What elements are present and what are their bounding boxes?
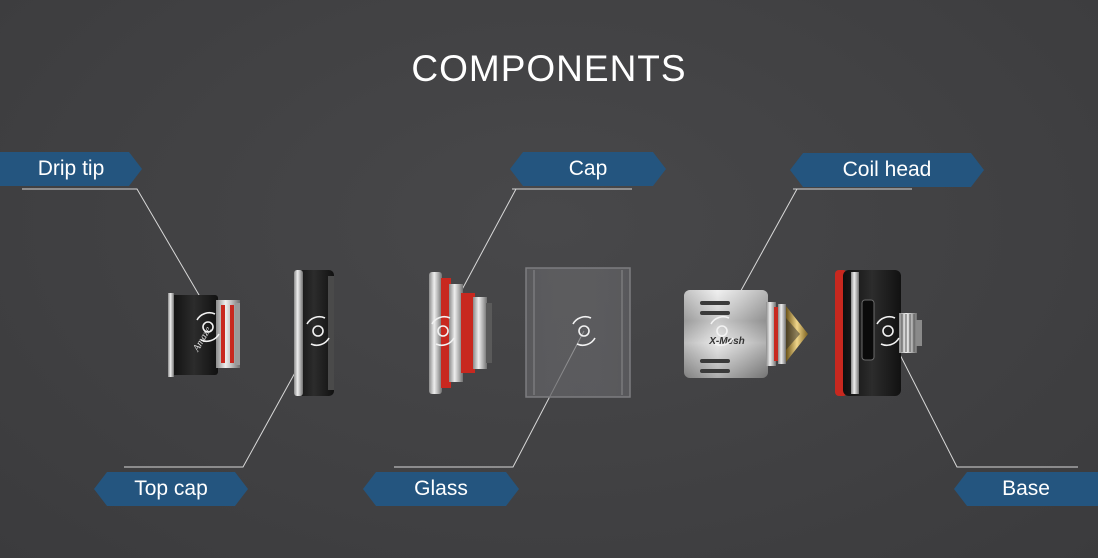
label-top-cap: Top cap xyxy=(94,472,248,506)
glass-part xyxy=(526,268,630,397)
label-drip-tip: Drip tip xyxy=(0,152,142,186)
label-cap: Cap xyxy=(510,152,666,186)
base-part xyxy=(835,270,922,396)
label-coil-head: Coil head xyxy=(790,153,984,187)
label-glass: Glass xyxy=(363,472,519,506)
label-base: Base xyxy=(954,472,1098,506)
drip-tip-part: Amaze xyxy=(168,293,240,377)
coil-brand-text: X-Mesh xyxy=(708,336,745,347)
coil-head-part: X-Mesh xyxy=(684,290,808,378)
